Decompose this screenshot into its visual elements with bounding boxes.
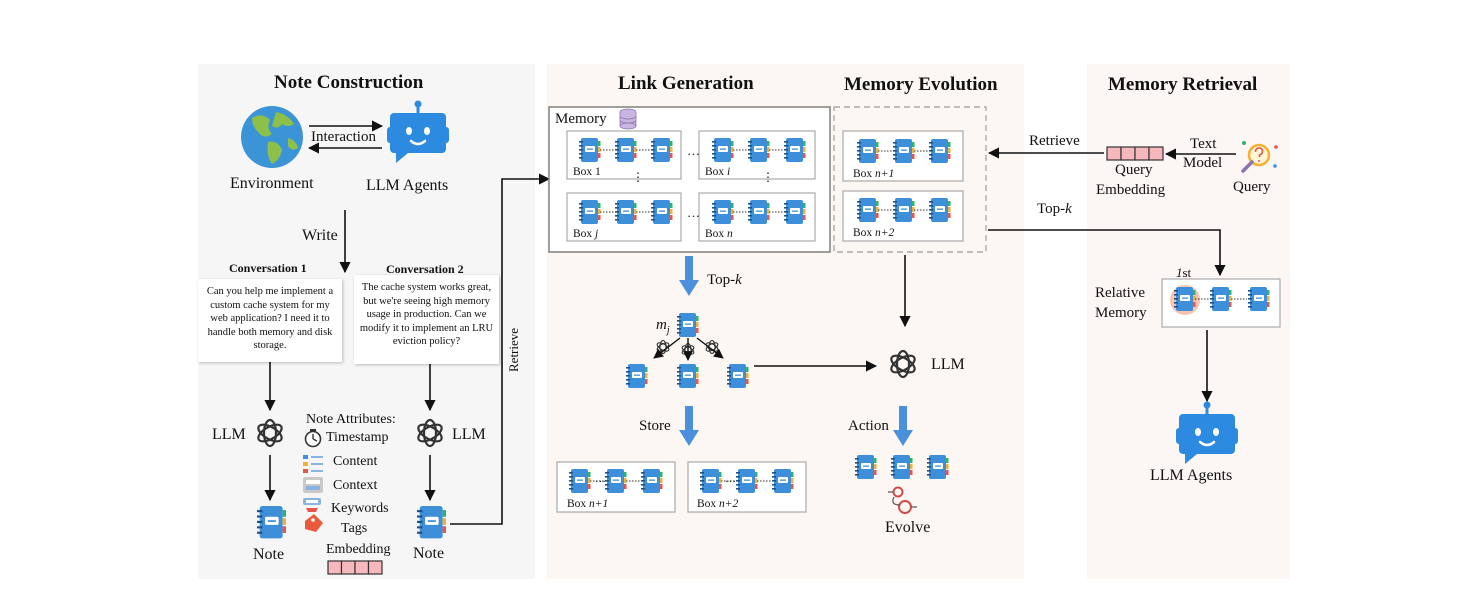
arrow-topk-retrieval — [988, 229, 1226, 277]
conversation2-text: The cache system works great, but we're … — [354, 275, 499, 364]
label-evolution-box-n2: Box n+2 — [853, 227, 895, 239]
keywords-icon — [303, 498, 321, 512]
query-search-icon — [1241, 141, 1278, 173]
database-icon — [619, 108, 637, 130]
notes-box-n — [712, 200, 806, 224]
evolve-icon — [888, 486, 917, 514]
conversation2-title: Conversation 2 — [386, 262, 464, 276]
label-mj: mj — [656, 317, 670, 336]
label-memory: Memory — [555, 111, 607, 127]
arrow-mj-left — [653, 337, 681, 359]
content-icon — [303, 455, 323, 473]
neighbor-notes — [626, 364, 749, 388]
vertical-ellipsis-right: ⋮ — [762, 170, 774, 184]
note-icon-left — [257, 506, 287, 539]
label-llm-agents-top: LLM Agents — [366, 177, 449, 194]
label-environment: Environment — [230, 175, 314, 192]
label-llm-agents-bottom: LLM Agents — [1150, 467, 1233, 484]
notes-box-1 — [579, 138, 673, 162]
label-llm-left: LLM — [212, 426, 246, 443]
notes-evolution-n1 — [857, 139, 951, 163]
arrow-mj-right — [696, 337, 724, 359]
attr-embedding: Embedding — [326, 542, 391, 557]
globe-icon — [241, 106, 303, 168]
attr-timestamp: Timestamp — [326, 430, 389, 445]
label-box-n: Box n — [705, 228, 733, 240]
label-evolution-box-n1: Box n+1 — [853, 168, 895, 180]
label-relative: Relative — [1095, 285, 1145, 301]
label-query-embedding-1: Query — [1115, 162, 1153, 178]
label-interaction: Interaction — [311, 129, 376, 145]
label-stored-box-n2: Box n+2 — [697, 498, 739, 510]
context-icon — [303, 477, 323, 493]
label-write: Write — [302, 227, 338, 244]
label-note-right: Note — [413, 545, 445, 562]
ellipsis-stored-2: … — [725, 473, 736, 485]
label-first: 1st — [1176, 265, 1192, 280]
label-evolve: Evolve — [885, 519, 931, 536]
notes-stored-n2 — [700, 469, 794, 493]
label-box-i: Box i — [705, 166, 731, 178]
note-icon-right — [417, 506, 447, 539]
label-retrieve: Retrieve — [1029, 133, 1080, 149]
label-text: Text — [1190, 136, 1217, 152]
label-model: Model — [1183, 155, 1223, 171]
attr-tags: Tags — [341, 521, 368, 536]
label-retrieve-vertical: Retrieve — [506, 327, 521, 372]
title-memory-retrieval: Memory Retrieval — [1108, 74, 1258, 95]
label-stored-box-n1: Box n+1 — [567, 498, 609, 510]
label-query-embedding-2: Embedding — [1096, 182, 1166, 198]
attr-content: Content — [333, 454, 378, 469]
ellipsis-row2: … — [687, 205, 700, 220]
label-note-attributes: Note Attributes: — [306, 412, 396, 427]
label-query: Query — [1233, 179, 1271, 195]
attr-context: Context — [333, 478, 378, 493]
label-box-1: Box 1 — [573, 166, 601, 178]
label-store: Store — [639, 418, 671, 434]
conversation1-text: Can you help me implement a custom cache… — [198, 279, 342, 362]
timestamp-icon — [304, 429, 322, 448]
attr-keywords: Keywords — [331, 501, 389, 516]
label-topk-link: Top-k — [707, 272, 742, 288]
label-topk-retrieval: Top-k — [1037, 201, 1072, 217]
embedding-vector-query — [1106, 146, 1164, 161]
note-mj — [677, 313, 699, 337]
ellipsis-stored-1: … — [595, 473, 606, 485]
notes-box-j — [579, 200, 673, 224]
notes-relative — [1174, 287, 1270, 311]
ellipsis-row1: … — [687, 143, 700, 158]
evolution-container — [833, 106, 987, 253]
vertical-ellipsis-left: ⋮ — [632, 170, 644, 184]
label-note-left: Note — [253, 546, 285, 563]
label-llm-evolution: LLM — [931, 356, 965, 373]
notes-evolved — [855, 455, 949, 479]
conversation1-title: Conversation 1 — [229, 261, 307, 275]
label-action: Action — [848, 418, 889, 434]
label-box-j: Box j — [573, 228, 599, 240]
embedding-vector-note — [327, 560, 383, 575]
arrow-note-to-memory — [450, 173, 551, 525]
label-llm-right: LLM — [452, 426, 486, 443]
notes-box-i — [712, 138, 806, 162]
title-memory-evolution: Memory Evolution — [844, 74, 998, 95]
notes-stored-n1 — [569, 469, 663, 493]
tag-icon — [305, 514, 323, 532]
label-relative-memory: Memory — [1095, 305, 1147, 321]
notes-evolution-n2 — [857, 198, 951, 222]
title-note-construction: Note Construction — [274, 72, 424, 93]
title-link-generation: Link Generation — [618, 73, 754, 94]
